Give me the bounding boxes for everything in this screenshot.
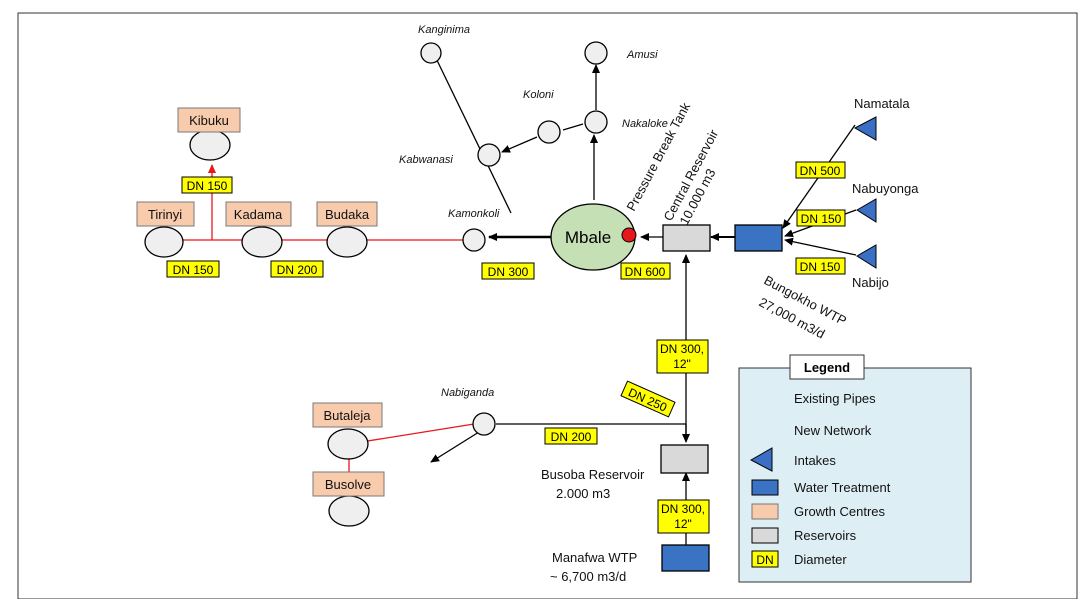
node-kabwanasi — [477, 143, 501, 167]
dn-box-nabiganda — [544, 427, 598, 445]
label-busoba-reservoir: Busoba Reservoir — [541, 467, 645, 482]
dn-box-south — [656, 339, 709, 374]
diagram-frame — [17, 12, 1078, 599]
dn-label-south-line1: DN 300, — [660, 342, 704, 356]
label-nabijo: Nabijo — [852, 275, 889, 290]
node-tirinyi — [144, 226, 184, 258]
legend-intakes-label: Intakes — [794, 453, 836, 468]
dn-box-kibuku — [181, 176, 233, 194]
dn-label-namatala: DN 500 — [800, 164, 841, 178]
mbale-label: Mbale — [565, 228, 611, 247]
label-kanginima: Kanginima — [418, 24, 470, 36]
gc-label-busolve: Busolve — [325, 477, 371, 492]
dn-label-manafwa-line2: 12" — [674, 517, 692, 531]
node-budaka — [326, 226, 368, 258]
dn-label-kadama: DN 200 — [277, 263, 318, 277]
label-nabiganda: Nabiganda — [441, 387, 494, 399]
gc-box-tirinyi — [136, 201, 195, 227]
dn-label-mbale-out: DN 600 — [625, 265, 666, 279]
pressure-break-tank-marker — [621, 227, 637, 243]
node-kanginima — [420, 42, 442, 64]
gc-label-budaka: Budaka — [325, 207, 370, 222]
node-kadama — [241, 226, 283, 258]
intake-namatala — [853, 116, 877, 141]
dn-label-south-line2: 12" — [673, 357, 691, 371]
label-koloni: Koloni — [523, 89, 554, 101]
dn-box-main-west — [481, 262, 535, 280]
intake-nabuyonga — [856, 198, 877, 223]
gc-box-budaka — [316, 201, 378, 227]
dn-label-kibuku: DN 150 — [187, 179, 228, 193]
pipe-new-butaleja — [354, 423, 475, 446]
dn-box-nabuyonga — [796, 209, 846, 227]
legend-title-box — [789, 354, 865, 380]
legend-dn-swatch: DN — [756, 553, 773, 567]
pipe-kanginima — [432, 51, 512, 214]
legend-reservoir-icon — [751, 527, 779, 544]
dn-label-nabiganda: DN 200 — [551, 430, 592, 444]
gc-label-kadama: Kadama — [234, 207, 283, 222]
pipe-nabijo — [784, 237, 857, 256]
gc-label-kibuku: Kibuku — [189, 113, 229, 128]
dn-box-manafwa — [657, 499, 710, 534]
node-amusi — [584, 41, 608, 65]
label-manafwa-cap: ~ 6,700 m3/d — [550, 569, 626, 584]
dn-label-manafwa-line1: DN 300, — [661, 502, 705, 516]
dn-label-nabuyonga: DN 150 — [801, 212, 842, 226]
dn-label-main-west: DN 300 — [488, 265, 529, 279]
label-busoba-cap: 2.000 m3 — [556, 486, 610, 501]
node-kibuku — [189, 129, 231, 161]
label-amusi: Amusi — [626, 49, 658, 61]
node-butaleja — [327, 428, 369, 460]
gc-box-butaleja — [312, 402, 383, 428]
dn-box-mbale-out — [620, 262, 671, 280]
node-kamonkoli — [462, 228, 486, 252]
dn-box-diag — [620, 380, 676, 418]
pipe-nakaloke-koloni — [562, 123, 584, 131]
label-namatala: Namatala — [854, 96, 910, 111]
dn-label-tirinyi: DN 150 — [173, 263, 214, 277]
pipe-nabiganda-sw — [430, 431, 480, 463]
gc-box-kadama — [225, 201, 292, 227]
gc-box-kibuku — [177, 107, 241, 133]
legend-wtp-icon — [751, 479, 779, 496]
gc-label-butaleja: Butaleja — [324, 408, 372, 423]
dn-box-namatala — [795, 161, 846, 179]
legend-growth-icon — [751, 503, 779, 520]
legend-dn-icon — [751, 550, 779, 568]
gc-box-busolve — [312, 471, 385, 497]
legend-new-label: New Network — [794, 423, 872, 438]
dn-box-tirinyi — [166, 260, 220, 278]
label-kamonkoli: Kamonkoli — [448, 208, 500, 220]
gc-label-tirinyi: Tirinyi — [148, 207, 182, 222]
node-koloni — [537, 120, 561, 144]
intake-nabijo — [856, 244, 877, 269]
node-busolve — [328, 495, 370, 527]
legend-wtp-label: Water Treatment — [794, 480, 891, 495]
legend-existing-label: Existing Pipes — [794, 391, 876, 406]
dn-box-kadama — [270, 260, 324, 278]
busoba-reservoir — [660, 444, 709, 474]
node-nakaloke — [584, 110, 608, 134]
label-nakaloke: Nakaloke — [622, 118, 668, 130]
label-manafwa-wtp: Manafwa WTP — [552, 550, 637, 565]
central-reservoir — [662, 224, 711, 252]
node-nabiganda — [472, 412, 496, 436]
legend-diameter-label: Diameter — [794, 552, 847, 567]
legend-intake-icon — [749, 447, 773, 472]
dn-label-nabijo: DN 150 — [800, 260, 841, 274]
legend-title: Legend — [804, 360, 850, 375]
bungokho-wtp — [734, 224, 783, 252]
dn-box-nabijo — [795, 257, 846, 275]
legend-panel — [738, 367, 972, 583]
legend-growth-label: Growth Centres — [794, 504, 886, 519]
label-nabuyonga: Nabuyonga — [852, 181, 919, 196]
label-kabwanasi: Kabwanasi — [399, 154, 453, 166]
pipe-koloni-kabwanasi — [501, 136, 538, 153]
manafwa-wtp — [661, 544, 710, 572]
legend-reservoir-label: Reservoirs — [794, 528, 857, 543]
